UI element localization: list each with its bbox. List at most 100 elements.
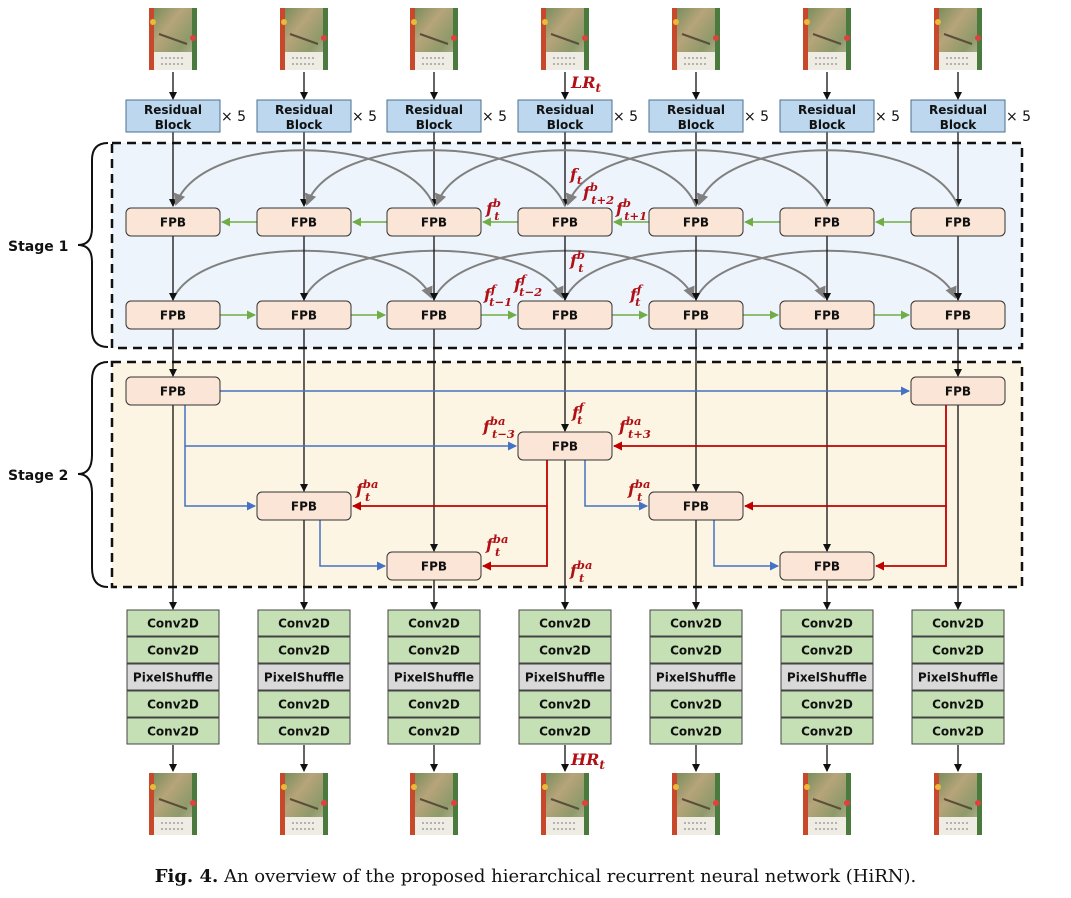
blue-arrow [319, 520, 386, 571]
input-frame-1 [149, 8, 197, 70]
conv2d-2-2-label: Conv2D [278, 644, 330, 658]
conv2d-3-4-label: Conv2D [408, 698, 460, 712]
conv2d-6-4: Conv2D [780, 690, 874, 718]
conv2d-5-2-label: Conv2D [670, 644, 722, 658]
fpb-forward-5: FPB [648, 300, 744, 330]
repeat-label: × 5 [744, 109, 769, 125]
pixelshuffle-6-3-label: PixelShuffle [787, 671, 867, 685]
repeat-label: × 5 [482, 109, 507, 125]
fpb-forward-3-label: FPB [421, 309, 447, 323]
fpb-backward-1: FPB [125, 207, 221, 237]
repeat-label: × 5 [221, 109, 246, 125]
residual-block-5-label: Block [678, 118, 716, 132]
conv2d-3-1: Conv2D [387, 609, 481, 637]
residual-block-7-label: Block [940, 118, 978, 132]
conv2d-4-1: Conv2D [518, 609, 612, 637]
skip-arc-backward [696, 149, 959, 207]
stage2-label: Stage 2 [8, 468, 68, 484]
pixelshuffle-1-3-label: PixelShuffle [133, 671, 213, 685]
residual-block-2-label: Residual [275, 103, 333, 117]
residual-block-4-label: Residual [536, 103, 594, 117]
pixelshuffle-2-3: PixelShuffle [257, 663, 351, 691]
conv2d-2-5: Conv2D [257, 717, 351, 745]
fpb-stage2-4: FPB [256, 491, 352, 521]
conv2d-5-2: Conv2D [649, 636, 743, 664]
caption-label: Fig. 4. [154, 866, 219, 887]
output-frame-1 [149, 773, 197, 835]
residual-block-6-label: Block [809, 118, 847, 132]
conv2d-4-4: Conv2D [518, 690, 612, 718]
red-arrow [875, 506, 947, 571]
fpb-stage2-7-label: FPB [814, 560, 840, 574]
conv2d-2-1: Conv2D [257, 609, 351, 637]
stage2-region [110, 360, 1024, 589]
conv2d-7-5: Conv2D [911, 717, 1005, 745]
conv2d-2-2: Conv2D [257, 636, 351, 664]
conv2d-6-5: Conv2D [780, 717, 874, 745]
repeat-label: × 5 [1006, 109, 1031, 125]
pixelshuffle-5-3-label: PixelShuffle [656, 671, 736, 685]
conv2d-5-1-label: Conv2D [670, 617, 722, 631]
fpb-backward-3-label: FPB [421, 216, 447, 230]
output-frame-5 [672, 773, 720, 835]
pixelshuffle-3-3: PixelShuffle [387, 663, 481, 691]
fpb-forward-5-label: FPB [683, 309, 709, 323]
input-frame-6 [803, 8, 851, 70]
conv2d-7-2: Conv2D [911, 636, 1005, 664]
output-frame-6 [803, 773, 851, 835]
fpb-stage2-2-label: FPB [945, 385, 971, 399]
output-frame-7 [934, 773, 982, 835]
repeat-label: × 5 [352, 109, 377, 125]
fpb-stage2-1: FPB [125, 376, 221, 406]
residual-block-4-label: Block [547, 118, 585, 132]
pixelshuffle-5-3: PixelShuffle [649, 663, 743, 691]
fpb-backward-2-label: FPB [291, 216, 317, 230]
skip-arc-backward [173, 149, 435, 207]
conv2d-1-4-label: Conv2D [147, 698, 199, 712]
fpb-forward-7: FPB [910, 300, 1006, 330]
conv2d-2-4: Conv2D [257, 690, 351, 718]
residual-block-7-label: Residual [929, 103, 987, 117]
fpb-forward-1: FPB [125, 300, 221, 330]
conv2d-1-2-label: Conv2D [147, 644, 199, 658]
conv2d-7-1-label: Conv2D [932, 617, 984, 631]
conv2d-3-2-label: Conv2D [408, 644, 460, 658]
conv2d-6-2-label: Conv2D [801, 644, 853, 658]
fpb-forward-6: FPB [779, 300, 875, 330]
conv2d-3-1-label: Conv2D [408, 617, 460, 631]
fpb-backward-7: FPB [910, 207, 1006, 237]
skip-arc-backward [304, 149, 566, 207]
pixelshuffle-1-3: PixelShuffle [126, 663, 220, 691]
conv2d-7-4: Conv2D [911, 690, 1005, 718]
fpb-backward-6: FPB [779, 207, 875, 237]
repeat-label: × 5 [613, 109, 638, 125]
conv2d-6-2: Conv2D [780, 636, 874, 664]
ann-ft: ft [569, 165, 583, 187]
conv2d-1-2: Conv2D [126, 636, 220, 664]
output-frames [149, 773, 982, 835]
output-frame-2 [280, 773, 328, 835]
conv2d-2-5-label: Conv2D [278, 725, 330, 739]
conv2d-4-1-label: Conv2D [539, 617, 591, 631]
conv2d-6-4-label: Conv2D [801, 698, 853, 712]
caption-text: An overview of the proposed hierarchical… [223, 866, 917, 887]
residual-block-3-label: Residual [405, 103, 463, 117]
pixelshuffle-3-3-label: PixelShuffle [394, 671, 474, 685]
skip-arc-backward [565, 149, 828, 207]
connections [169, 72, 962, 772]
blue-arrow [584, 460, 648, 511]
input-frame-5 [672, 8, 720, 70]
